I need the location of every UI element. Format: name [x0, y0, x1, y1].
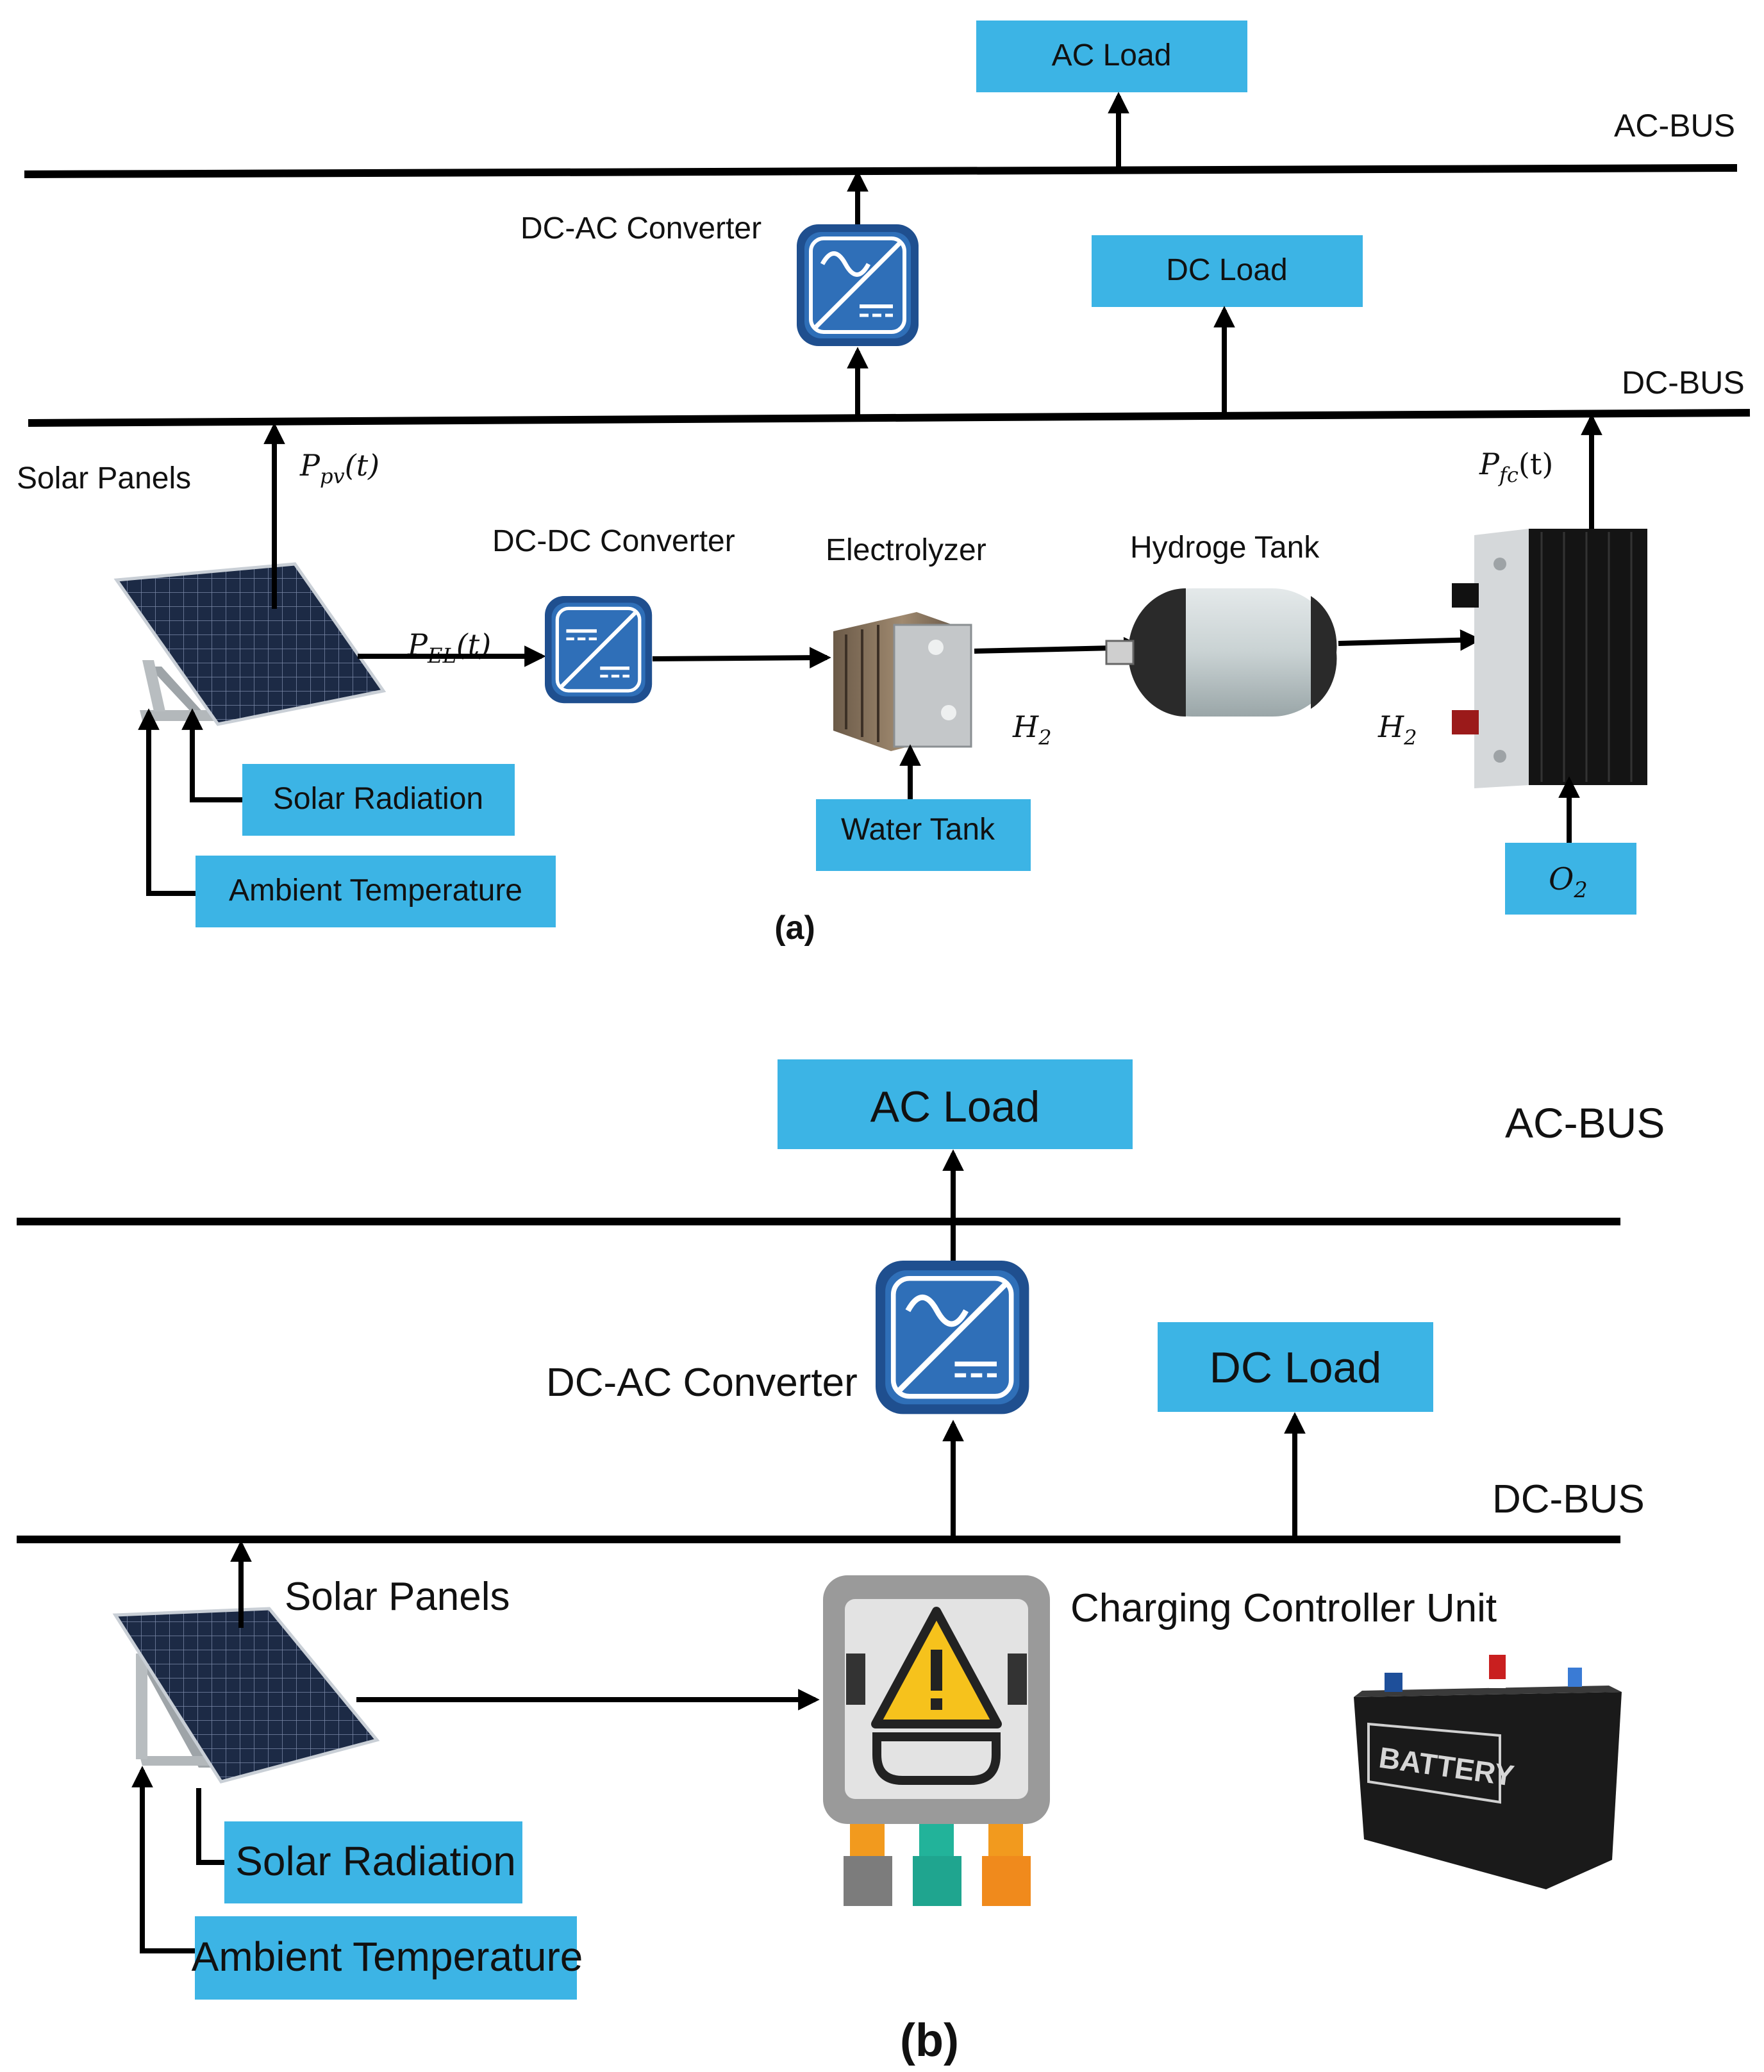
ambient-temperature-label: Ambient Temperature — [229, 874, 522, 908]
solar-panel-icon — [113, 562, 387, 726]
pfc-label: Pfc(t) — [1479, 447, 1553, 487]
caption-b: (b) — [900, 2015, 959, 2066]
ppv-label: Ppv(t) — [299, 448, 379, 488]
solar-panels-label: Solar Panels — [285, 1575, 510, 1619]
panel-a: AC-BUS DC-BUS AC Load DC-AC Converter DC… — [17, 21, 1751, 947]
dc-bus-label: DC-BUS — [1622, 365, 1745, 401]
caption-a: (a) — [774, 909, 815, 947]
ambient-temperature-box — [196, 856, 556, 927]
dc-ac-converter-label: DC-AC Converter — [520, 211, 761, 245]
converter-icon — [545, 596, 652, 703]
solar-panel-icon — [112, 1607, 380, 1784]
fuel-cell-icon — [1452, 529, 1647, 788]
dc-bus-line — [28, 409, 1751, 427]
solar-radiation-box — [242, 764, 515, 836]
solar-panels-label: Solar Panels — [17, 461, 191, 495]
arrow-ambient-temperature — [131, 1766, 195, 1953]
dc-load-label: DC Load — [1166, 253, 1287, 287]
electrolyzer-icon — [833, 612, 972, 751]
hydrogen-tank-label: Hydroge Tank — [1130, 531, 1320, 565]
solar-radiation-label: Solar Radiation — [235, 1838, 516, 1884]
arrow-solar-radiation — [196, 1788, 224, 1865]
dc-load-box — [1158, 1322, 1433, 1412]
converter-icon — [797, 224, 919, 346]
hydrogen-tank-icon — [1105, 588, 1337, 717]
solar-radiation-label: Solar Radiation — [273, 782, 483, 816]
charge-controller-icon — [823, 1575, 1050, 1906]
battery-icon: BATTERY — [1354, 1655, 1622, 1889]
ac-bus-line — [24, 164, 1738, 178]
arrow-tank-to-fuel-cell — [1338, 629, 1482, 651]
dc-load-label: DC Load — [1210, 1343, 1381, 1392]
o2-label: O2 — [1549, 861, 1588, 902]
ac-load-label: AC Load — [1052, 38, 1172, 72]
h2-label-tank: H2 — [1377, 709, 1417, 750]
panel-b: AC-BUS DC-BUS AC Load DC-AC Converter DC… — [17, 1059, 1665, 2066]
dc-load-box — [1092, 235, 1363, 307]
dc-ac-converter-label: DC-AC Converter — [546, 1361, 858, 1405]
o2-box — [1505, 843, 1636, 915]
ac-load-box — [976, 21, 1247, 92]
ambient-temperature-label: Ambient Temperature — [192, 1934, 583, 1980]
electrolyzer-label: Electrolyzer — [826, 533, 986, 567]
dc-bus-label: DC-BUS — [1492, 1477, 1645, 1521]
dc-dc-converter-label: DC-DC Converter — [492, 524, 735, 558]
arrow-solar-radiation — [181, 708, 242, 802]
arrow-ambient-temperature — [138, 708, 196, 896]
ac-bus-label: AC-BUS — [1505, 1099, 1665, 1147]
ac-bus-label: AC-BUS — [1614, 108, 1735, 144]
converter-icon — [876, 1261, 1029, 1414]
water-tank-label: Water Tank — [841, 813, 995, 847]
arrow-dcdc-to-electrolyzer — [652, 647, 831, 668]
pel-label: PEL(t) — [407, 627, 491, 668]
h2-label-electrolyzer: H2 — [1012, 709, 1052, 750]
water-tank-box — [816, 799, 1031, 871]
ac-load-box — [778, 1059, 1133, 1149]
ambient-temperature-box — [195, 1916, 577, 2000]
ac-load-label: AC Load — [870, 1082, 1040, 1131]
solar-radiation-box — [224, 1821, 522, 1903]
charging-controller-label: Charging Controller Unit — [1070, 1586, 1497, 1630]
